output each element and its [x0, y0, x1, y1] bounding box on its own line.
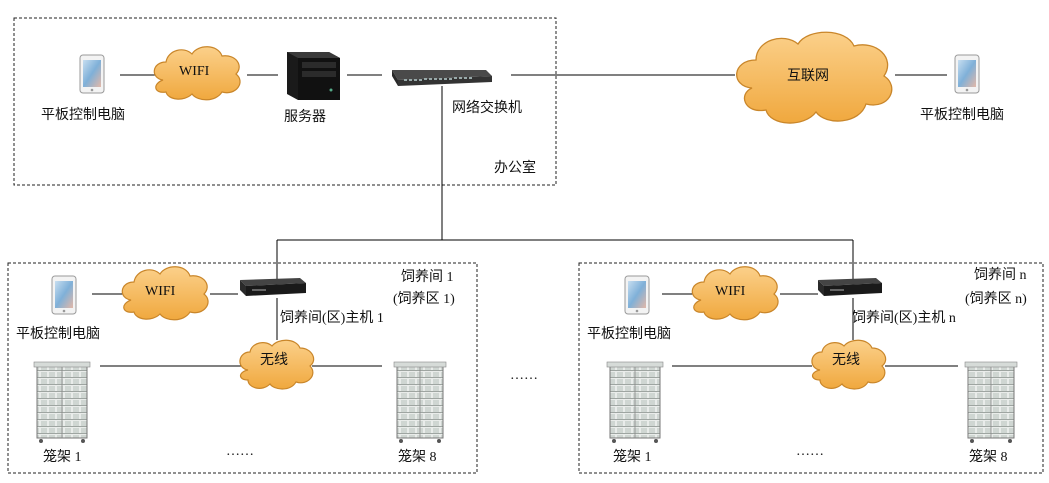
- room-1-cage-last-label: 笼架 8: [398, 450, 437, 465]
- room-n-cage-rack-8-icon: [964, 361, 1018, 443]
- room-1-host-icon: [240, 278, 306, 296]
- room-1-wifi-label: WIFI: [145, 284, 176, 299]
- office-tablet-icon: [79, 54, 105, 94]
- server-icon: [287, 52, 340, 100]
- room-n-cage-first-label: 笼架 1: [613, 450, 652, 465]
- room-1-zone: (饲养区 1): [393, 292, 455, 307]
- room-1-region: [7, 262, 478, 474]
- internet-cloud-icon: [736, 31, 893, 124]
- connection-lines: [92, 74, 958, 367]
- room-1-tablet-label: 平板控制电脑: [16, 326, 100, 342]
- room-1-host-label: 饲养间(区)主机 1: [280, 311, 384, 326]
- room-n-wireless-cloud-icon: [811, 339, 887, 390]
- room-n-host-label: 饲养间(区)主机 n: [852, 311, 956, 326]
- room-n-region: [578, 262, 1044, 474]
- room-1-cage-rack-8-icon: [393, 361, 447, 443]
- room-n-wifi-cloud-icon: [691, 266, 779, 321]
- switch-label: 网络交换机: [452, 100, 522, 116]
- office-wifi-cloud-icon: [153, 46, 241, 101]
- room-n-tablet-icon: [624, 275, 650, 315]
- between-rooms-ellipsis: ……: [510, 368, 538, 383]
- room-n-cage-last-label: 笼架 8: [969, 450, 1008, 465]
- room-n-tablet-label: 平板控制电脑: [587, 326, 671, 342]
- office-region: [13, 17, 557, 186]
- server-label: 服务器: [284, 109, 326, 125]
- room-1-wireless-cloud-icon: [239, 339, 315, 390]
- room-n-zone: (饲养区 n): [965, 292, 1027, 307]
- remote-tablet-icon: [954, 54, 980, 94]
- room-1-wifi-cloud-icon: [121, 266, 209, 321]
- room-n-cage-rack-1-icon: [606, 361, 664, 443]
- office-tablet-label: 平板控制电脑: [41, 107, 125, 123]
- office-wifi-label: WIFI: [179, 64, 210, 79]
- room-1-cage-first-label: 笼架 1: [43, 450, 82, 465]
- room-n-wireless-label: 无线: [832, 352, 860, 368]
- network-switch-icon: [392, 70, 492, 86]
- room-1-tablet-icon: [51, 275, 77, 315]
- room-1-title: 饲养间 1: [401, 270, 454, 285]
- room-1-wireless-label: 无线: [260, 352, 288, 368]
- room-n-wifi-label: WIFI: [715, 284, 746, 299]
- remote-tablet-label: 平板控制电脑: [920, 107, 1004, 123]
- internet-label: 互联网: [787, 68, 829, 84]
- room-n-title: 饲养间 n: [974, 268, 1027, 283]
- room-n-host-icon: [818, 278, 882, 296]
- room-1-ellipsis: ……: [226, 444, 254, 459]
- room-1-cage-rack-1-icon: [33, 361, 91, 443]
- office-room-label: 办公室: [494, 160, 536, 176]
- room-n-ellipsis: ……: [796, 444, 824, 459]
